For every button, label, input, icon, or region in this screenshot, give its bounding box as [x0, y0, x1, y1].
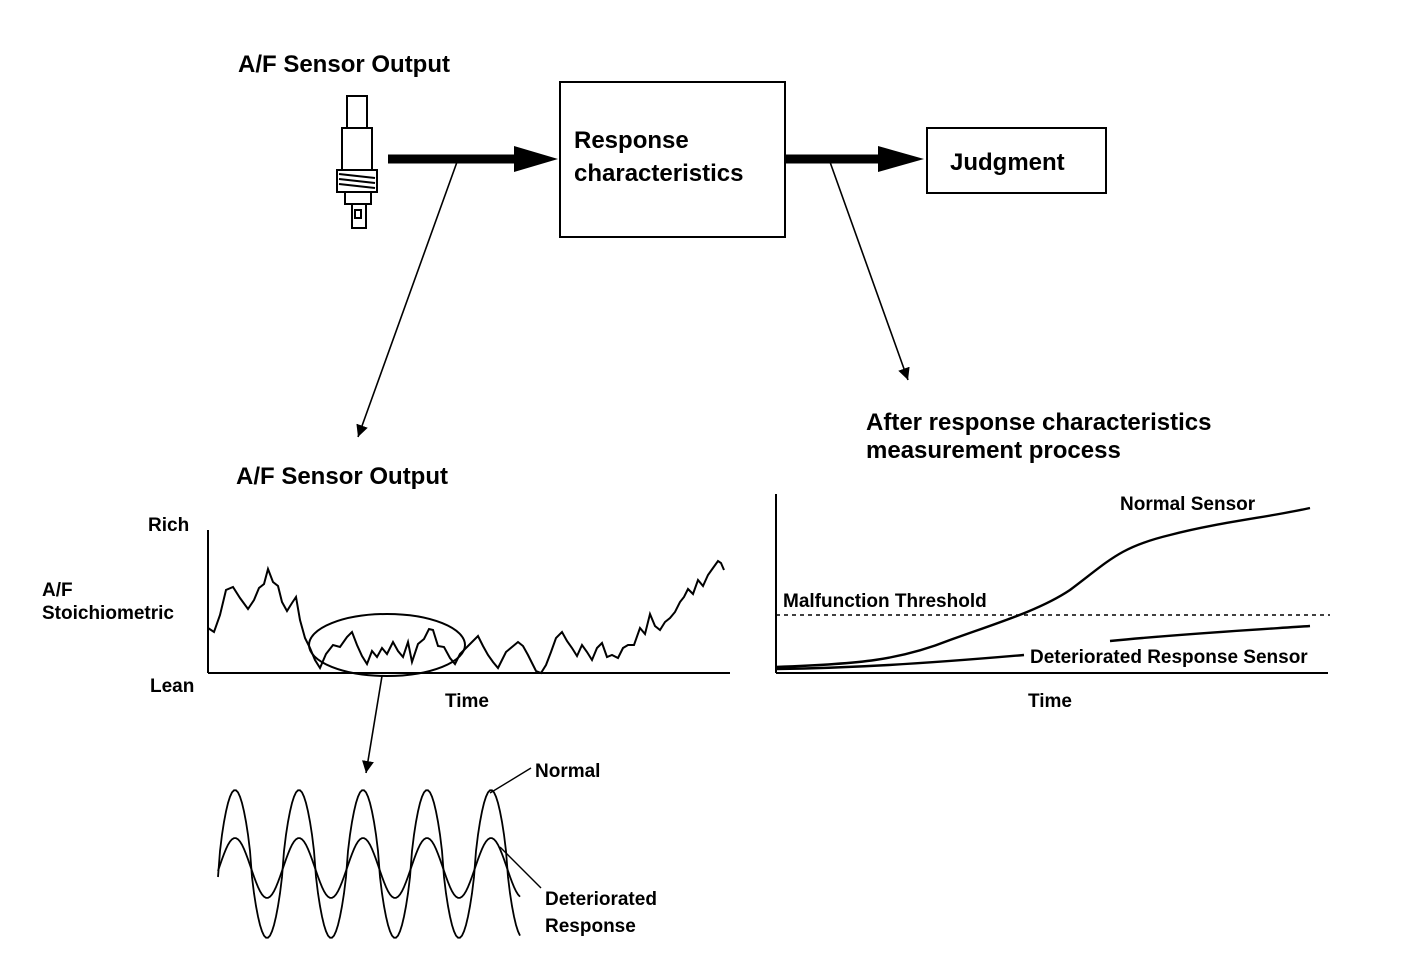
y-label-stoichiometric: Stoichiometric: [42, 603, 174, 624]
response-box-line2: characteristics: [574, 160, 743, 187]
leader-deteriorated: [499, 846, 542, 889]
y-label-rich: Rich: [148, 515, 189, 536]
normal-sensor-label: Normal Sensor: [1120, 494, 1256, 515]
detail-highlight-ellipse: [308, 613, 466, 677]
response-characteristics-box: [559, 81, 786, 238]
x-label-time-right: Time: [1028, 691, 1072, 712]
af-sensor-icon: [336, 95, 378, 229]
deteriorated-sensor-curve-right: [1109, 624, 1311, 643]
sensor-output-title: A/F Sensor Output: [238, 51, 450, 78]
pointer-to-result-chart: [829, 161, 910, 381]
y-label-af: A/F: [42, 580, 73, 601]
pointer-to-detail: [362, 675, 383, 774]
flow-arrow-to-judgment: [786, 146, 924, 172]
threshold-label: Malfunction Threshold: [783, 591, 987, 612]
result-chart-title-line1: After response characteristics: [866, 409, 1212, 436]
label-deteriorated-line1: Deteriorated: [545, 889, 657, 910]
detail-waveforms: [217, 789, 521, 939]
normal-response-wave: [217, 789, 521, 939]
deteriorated-response-wave: [217, 837, 521, 899]
normal-sensor-curve: [775, 506, 1311, 669]
af-output-trace: [207, 559, 725, 675]
output-chart-axes: [207, 530, 730, 674]
deteriorated-sensor-curve-left: [775, 653, 1025, 671]
deteriorated-sensor-label: Deteriorated Response Sensor: [1030, 647, 1308, 668]
judgment-label: Judgment: [950, 149, 1065, 176]
x-label-time-left: Time: [445, 691, 489, 712]
judgment-box: [926, 127, 1107, 194]
result-chart-title-line2: measurement process: [866, 437, 1121, 464]
y-label-lean: Lean: [150, 676, 194, 697]
label-deteriorated-line2: Response: [545, 916, 636, 937]
result-chart-axes: [775, 494, 1328, 674]
output-chart-title: A/F Sensor Output: [236, 463, 448, 490]
response-box-line1: Response: [574, 127, 689, 154]
flow-arrow-to-response: [388, 146, 558, 172]
pointer-to-output-chart: [356, 161, 458, 438]
label-normal: Normal: [535, 761, 600, 782]
leader-normal: [489, 767, 532, 794]
